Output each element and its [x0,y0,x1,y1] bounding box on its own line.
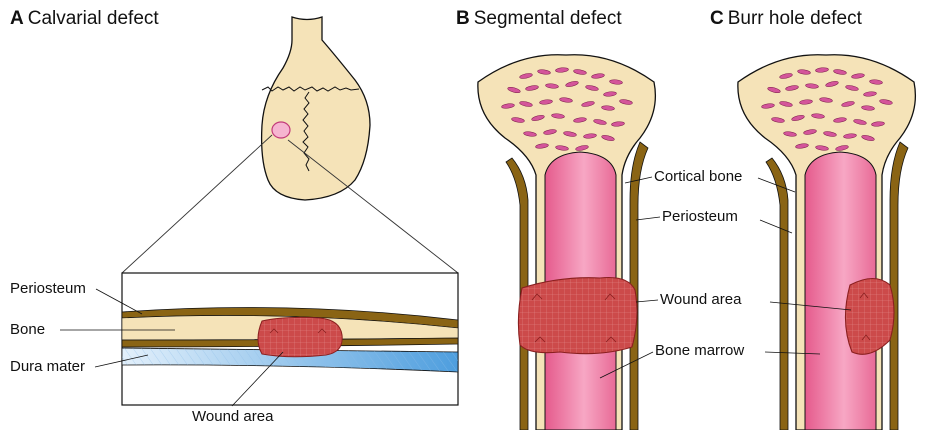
calvarial-inset [122,273,458,405]
label-b-cortical: Cortical bone [654,168,742,185]
burr-hole-bone-illustration [738,55,916,430]
segmental-bone-illustration [478,55,656,430]
zoom-line-right [288,140,458,273]
skull-outline [262,17,370,200]
zoom-line-left [122,135,272,273]
bone-c-periosteum-right [890,142,908,430]
label-a-periosteum: Periosteum [10,280,86,297]
skull-illustration [262,17,370,200]
bone-c-wound [845,279,894,355]
bone-c-periosteum-left [766,158,788,430]
label-a-wound: Wound area [192,408,274,425]
label-a-dura: Dura mater [10,358,85,375]
bone-b-wound [518,278,637,354]
label-b-periosteum: Periosteum [662,208,738,225]
skull-defect-spot [272,122,290,138]
label-b-wound: Wound area [660,291,742,308]
inset-wound [258,317,342,356]
label-a-bone: Bone [10,321,45,338]
label-b-marrow: Bone marrow [655,342,744,359]
